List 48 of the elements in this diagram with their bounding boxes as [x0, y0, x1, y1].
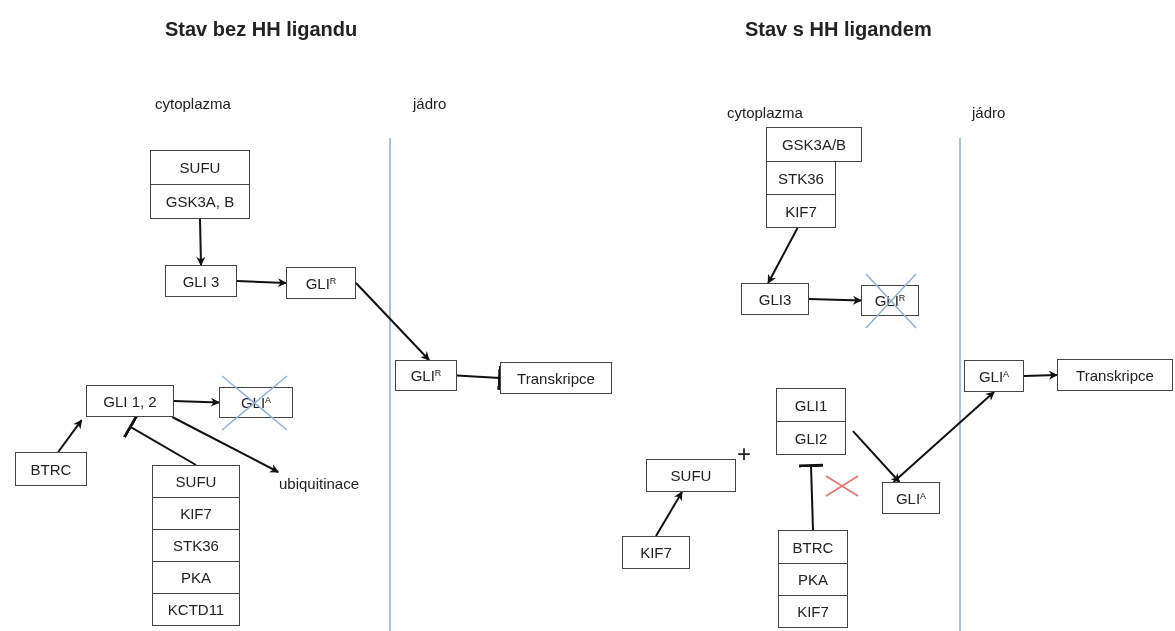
- protein-box: GSK3A/B: [766, 127, 862, 162]
- protein-box: SUFU: [150, 150, 250, 185]
- arrow: [171, 416, 280, 473]
- protein-box: KIF7: [778, 595, 848, 628]
- protein-box: Transkripce: [1057, 359, 1173, 391]
- arrow: [57, 419, 83, 453]
- arrow: [196, 218, 206, 266]
- compartment-label: cytoplazma: [155, 95, 231, 112]
- protein-box: GLI1: [776, 388, 846, 422]
- panel-heading: Stav s HH ligandem: [745, 18, 932, 41]
- protein-box: PKA: [152, 561, 240, 594]
- protein-box: KIF7: [622, 536, 690, 569]
- protein-box: PKA: [778, 563, 848, 596]
- protein-box: Transkripce: [500, 362, 612, 394]
- arrow: [808, 295, 862, 305]
- protein-box: GLI2: [776, 421, 846, 455]
- protein-box: GLI 3: [165, 265, 237, 297]
- compartment-label: jádro: [413, 95, 447, 112]
- arrow: [236, 278, 287, 288]
- protein-box: GLI$^{A}$: [964, 360, 1024, 392]
- panel-heading: Stav bez HH ligandu: [165, 18, 358, 41]
- arrow: [655, 491, 683, 537]
- protein-box: GLI 1, 2: [86, 385, 174, 417]
- plus-sign: +: [737, 440, 751, 468]
- arrow: [892, 391, 995, 483]
- protein-box: GLI$^{A}$: [882, 482, 940, 514]
- compartment-label: cytoplazma: [727, 104, 803, 121]
- protein-box: STK36: [766, 161, 836, 195]
- protein-box: KIF7: [152, 497, 240, 530]
- protein-box: GLI$^{R}$: [286, 267, 356, 299]
- protein-box: STK36: [152, 529, 240, 562]
- arrow: [767, 227, 799, 284]
- protein-box: GSK3A, B: [150, 184, 250, 219]
- arrow: [173, 397, 220, 407]
- protein-box: BTRC: [778, 530, 848, 564]
- protein-box: GLI$^{R}$: [395, 360, 457, 391]
- protein-box: BTRC: [15, 452, 87, 486]
- protein-box: KIF7: [766, 194, 836, 228]
- process-label: ubiquitinace: [268, 472, 370, 494]
- protein-box: SUFU: [646, 459, 736, 492]
- protein-box: GLI$^{R}$: [861, 285, 919, 316]
- arrow: [355, 282, 431, 361]
- arrow: [852, 430, 901, 483]
- protein-box: SUFU: [152, 465, 240, 498]
- compartment-label: jádro: [972, 104, 1006, 121]
- protein-box: KCTD11: [152, 593, 240, 626]
- protein-box: GLI3: [741, 283, 809, 315]
- arrow: [1023, 370, 1058, 380]
